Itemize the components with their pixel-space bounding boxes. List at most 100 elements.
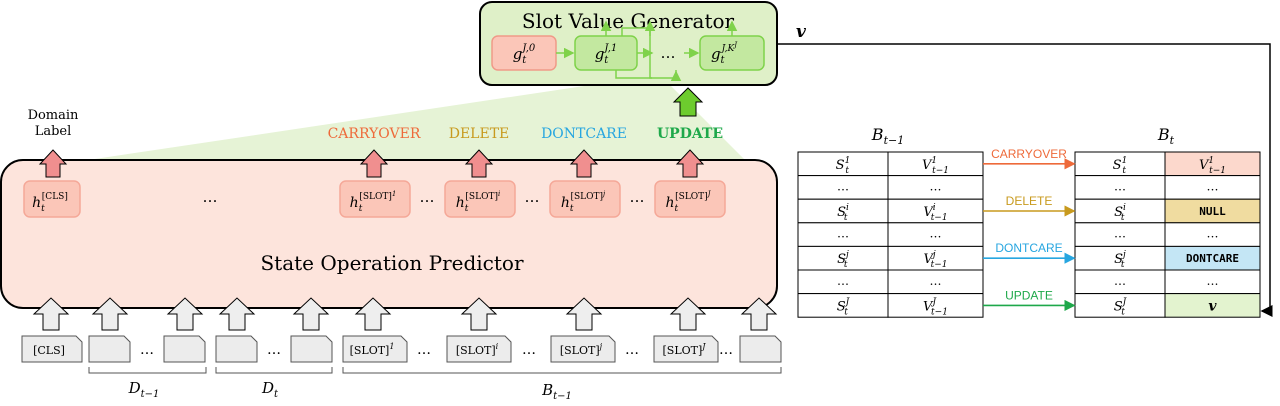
- table-left-title: Bt−1: [871, 125, 904, 147]
- group-label-d-cur: Dt: [261, 379, 279, 400]
- input-arrow-6: [460, 297, 498, 331]
- input-arrow-0: [32, 297, 70, 331]
- input-arrow-3: [218, 297, 256, 331]
- hidden-ellipsis-3: …: [630, 188, 645, 206]
- generator-box-1-label: gtJ,1: [595, 43, 618, 66]
- table-ellipsis-1-2: …: [1114, 179, 1126, 193]
- token-dialog-cur-1: [215, 335, 258, 363]
- table-ellipsis-3-1: …: [930, 227, 942, 241]
- table-ellipsis-1-0: …: [837, 179, 849, 193]
- group-label-d-prev: Dt−1: [128, 379, 160, 400]
- token-slot-J-label: [SLOT]J: [663, 342, 707, 357]
- table-ellipsis-3-3: …: [1207, 227, 1219, 241]
- input-brackets: [88, 367, 782, 374]
- hidden-state-slot-1-label: ht[SLOT]1: [350, 190, 397, 214]
- right-value-generated: v: [1208, 298, 1217, 314]
- input-arrow-2: [166, 297, 204, 331]
- group-label-b-prev: Bt−1: [541, 381, 572, 402]
- generator-output-arrow: [777, 43, 1273, 317]
- domain-label-line2: Label: [35, 124, 72, 139]
- token-slot-j-label: [SLOT]j: [560, 342, 603, 357]
- input-tokens: [CLS] … … [SLOT]1 … [SLOT]i … [SLOT]j … …: [21, 335, 782, 363]
- input-arrow-9: [740, 297, 778, 331]
- output-arrows: [38, 149, 705, 178]
- op-delete: DELETE: [449, 126, 510, 142]
- bracket-d-cur: [215, 367, 333, 374]
- token-slot-i: [446, 335, 512, 363]
- generator-ellipsis: …: [661, 44, 676, 62]
- hidden-state-slot-1: [339, 180, 411, 218]
- table-ellipsis-3-0: …: [837, 227, 849, 241]
- generator-title: Slot Value Generator: [522, 9, 735, 33]
- token-ellipsis-0: …: [140, 342, 154, 358]
- decoder-arrows: [556, 20, 738, 81]
- generator-box-k-label: gtJ,KJ: [711, 41, 738, 66]
- hidden-state-cls-label: ht[CLS]: [32, 192, 68, 214]
- hidden-state-slot-i-label: ht[SLOT]i: [456, 190, 500, 214]
- op-carryover: CARRYOVER: [328, 126, 421, 142]
- predictor-title: State Operation Predictor: [260, 251, 523, 275]
- token-slot-1-label: [SLOT]1: [350, 342, 395, 357]
- token-value-last: [739, 335, 782, 363]
- table-ellipsis-1-3: …: [1207, 179, 1219, 193]
- token-dialog-cur-2: [290, 335, 333, 363]
- hidden-state-slot-j: [549, 180, 621, 218]
- hidden-state-cls: [23, 180, 81, 218]
- table-ellipsis-5-3: …: [1207, 274, 1219, 288]
- output-arrow-cls: [38, 149, 68, 178]
- bracket-b-prev: [342, 367, 782, 374]
- domain-label-line1: Domain: [28, 108, 79, 123]
- token-ellipsis-4: …: [625, 342, 639, 358]
- right-cell-value-6: [1164, 293, 1261, 318]
- token-slot-1: [342, 335, 408, 363]
- hidden-state-slot-j-label: ht[SLOT]j: [561, 190, 606, 214]
- op-update: UPDATE: [657, 126, 723, 142]
- generator-box-0-label: gtJ,0: [513, 43, 536, 66]
- hidden-state-slot-i: [444, 180, 516, 218]
- input-arrow-7: [565, 297, 603, 331]
- token-slot-j: [550, 335, 616, 363]
- input-arrows: [32, 297, 778, 331]
- table-ellipsis-5-0: …: [837, 274, 849, 288]
- op-arrow-label-update: UPDATE: [1005, 288, 1053, 302]
- slot-value-generator: Slot Value Generator gtJ,0 gtJ,1 … gtJ,K…: [479, 1, 778, 86]
- right-value-null: NULL: [1199, 205, 1226, 218]
- op-arrow-label-carryover: CARRYOVER: [991, 147, 1067, 161]
- table-ellipsis-5-1: …: [930, 274, 942, 288]
- token-slot-i-label: [SLOT]i: [456, 342, 499, 357]
- input-arrow-5: [354, 297, 392, 331]
- generator-output-label: v: [796, 22, 807, 42]
- token-cls-label: [CLS]: [33, 344, 65, 357]
- hidden-state-slot-J: [654, 180, 726, 218]
- input-arrow-1: [91, 297, 129, 331]
- op-arrow-label-delete: DELETE: [1006, 194, 1053, 208]
- output-arrow-slot-j: [569, 149, 599, 178]
- update-to-generator-arrow: [672, 87, 704, 117]
- op-arrow-label-dontcare: DONTCARE: [995, 241, 1062, 255]
- output-arrow-slot-1: [359, 149, 389, 178]
- output-arrow-slot-J: [675, 149, 705, 178]
- table-ellipsis-5-2: …: [1114, 274, 1126, 288]
- token-dialog-prev-2: [163, 335, 206, 363]
- output-arrow-slot-i: [464, 149, 494, 178]
- token-ellipsis-5: …: [719, 342, 733, 358]
- bracket-d-prev: [88, 367, 207, 374]
- table-right-title: Bt: [1157, 125, 1175, 147]
- token-cls: [21, 335, 83, 363]
- table-ellipsis-1-1: …: [930, 179, 942, 193]
- hidden-states: ht[CLS] … ht[SLOT]1 … ht[SLOT]i … ht[SLO…: [23, 180, 726, 218]
- input-arrow-4: [292, 297, 330, 331]
- token-ellipsis-3: …: [522, 342, 536, 358]
